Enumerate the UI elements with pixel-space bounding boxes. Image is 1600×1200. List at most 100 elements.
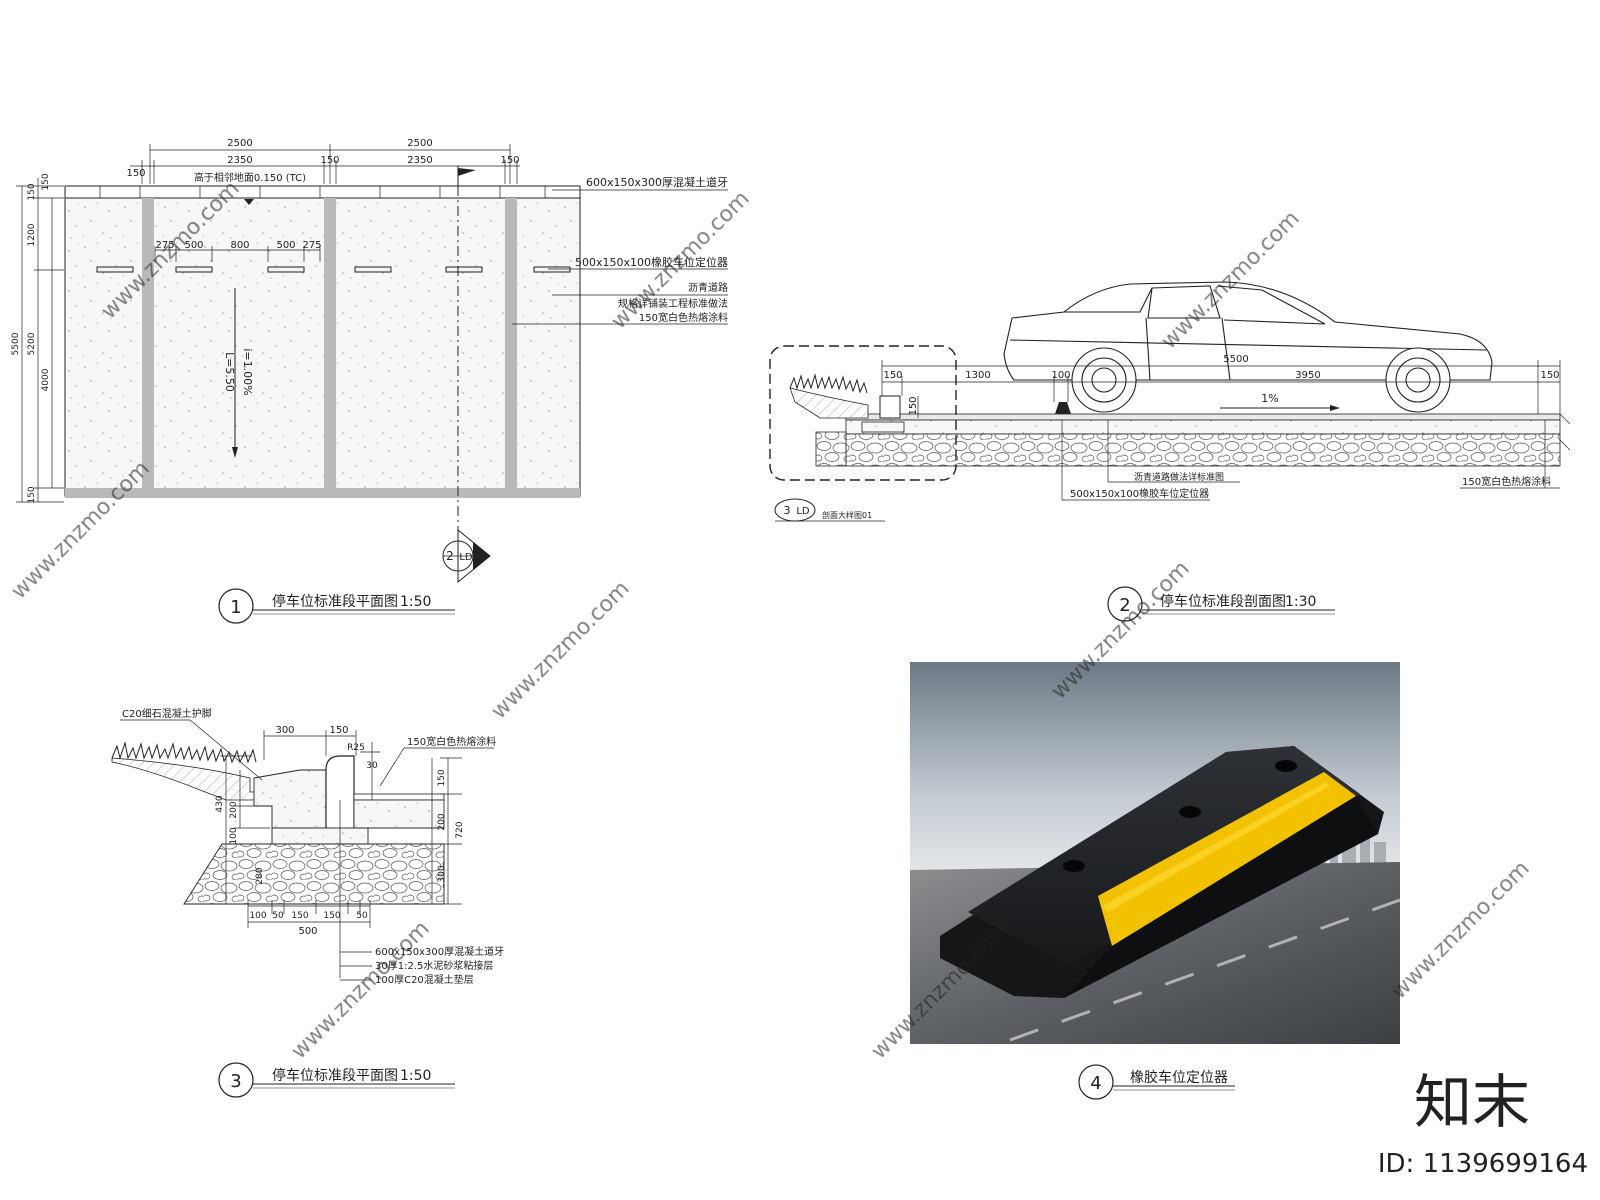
svg-text:200: 200 (437, 813, 447, 830)
svg-text:150: 150 (883, 370, 902, 381)
panel-4-photo: 4 橡胶车位定位器 (910, 662, 1401, 1100)
svg-text:150: 150 (908, 396, 919, 415)
svg-text:1300: 1300 (965, 370, 990, 381)
top-dimension-text: 2500 2500 150 2350 150 2350 150 275 500 … (126, 138, 519, 251)
svg-text:5200: 5200 (27, 332, 37, 355)
detail-callout-box (769, 345, 957, 481)
svg-text:2: 2 (446, 549, 454, 563)
section-marker: 2 LD (442, 528, 491, 584)
svg-text:www.znzmo.com: www.znzmo.com (1387, 856, 1535, 1004)
svg-text:4: 4 (1090, 1073, 1101, 1094)
svg-text:2: 2 (1119, 595, 1130, 616)
panel-3-title: 3 停车位标准段平面图 1:50 (218, 1062, 455, 1098)
top-dimension-lines (130, 144, 520, 262)
panel-1-title: 1 停车位标准段平面图 1:50 (218, 588, 455, 624)
panel-1-plan: 高于相邻地面0.150 (TC) L=5.50 i=1.00% 2500 250… (11, 138, 728, 624)
svg-text:30: 30 (366, 761, 378, 771)
svg-text:275: 275 (155, 240, 174, 251)
svg-text:1: 1 (230, 597, 241, 618)
left-dimension-lines (16, 178, 64, 503)
callout-stripe: 150宽白色热熔涂料 (639, 311, 728, 324)
detail-dimension-lines (220, 730, 462, 928)
gravel-base (845, 433, 1561, 467)
callout-asphalt-std: 沥青道路做法详标准图 (1134, 471, 1224, 483)
wheel-stops (96, 266, 571, 273)
svg-text:5500: 5500 (1223, 354, 1248, 365)
note-toe: C20细石混凝土护脚 (122, 707, 212, 720)
rubber-wheel-stop-photo (940, 746, 1384, 998)
callout-stripe-2: 150宽白色热熔涂料 (1462, 475, 1551, 488)
svg-text:橡胶车位定位器: 橡胶车位定位器 (1130, 1069, 1228, 1086)
svg-text:3950: 3950 (1295, 370, 1320, 381)
svg-text:2500: 2500 (407, 138, 432, 149)
svg-text:275: 275 (302, 240, 321, 251)
svg-text:800: 800 (230, 240, 249, 251)
plan-callouts: 600x150x300厚混凝土道牙 500x150x100橡胶车位定位器 沥青道… (575, 175, 728, 324)
slope-grade: i=1.00% (241, 348, 254, 395)
wheel-stop-section (1055, 402, 1071, 414)
brand-logo-text: 知末 (1414, 1068, 1530, 1136)
svg-text:150: 150 (1540, 370, 1559, 381)
detail-dimension-text: 300 150 R25 30 430 200 100 280 150 200 3… (215, 725, 465, 937)
svg-text:50: 50 (272, 911, 284, 921)
section-dimension-text: 5500 150 1300 100 3950 150 150 (883, 354, 1559, 416)
brand-watermark: 知末 ID: 1139699164 (1378, 1068, 1588, 1179)
svg-text:100: 100 (1051, 370, 1070, 381)
svg-text:www.znzmo.com: www.znzmo.com (1157, 206, 1305, 354)
svg-text:2350: 2350 (407, 155, 432, 166)
parking-stripes (65, 198, 580, 498)
svg-text:5500: 5500 (11, 332, 21, 355)
callout-paving-spec: 规格详铺装工程标准做法 (618, 297, 728, 310)
svg-text:150: 150 (126, 168, 145, 179)
section-callouts: 沥青道路做法详标准图 500x150x100橡胶车位定位器 150宽白色热熔涂料 (1070, 471, 1551, 500)
section-dimension-lines (881, 360, 1561, 501)
level-note: 高于相邻地面0.150 (TC) (194, 171, 306, 184)
svg-text:2350: 2350 (227, 155, 252, 166)
detail-marker: 3 LD 剖面大样图01 (774, 498, 885, 522)
svg-text:www.znzmo.com: www.znzmo.com (287, 916, 435, 1064)
svg-text:430: 430 (215, 795, 225, 812)
gravel-base-detail (183, 843, 445, 905)
svg-text:1:50: 1:50 (400, 1068, 431, 1084)
svg-text:150: 150 (291, 911, 308, 921)
callout-curb: 600x150x300厚混凝土道牙 (586, 175, 728, 189)
svg-text:150: 150 (27, 183, 37, 200)
svg-text:100厚C20混凝土垫层: 100厚C20混凝土垫层 (375, 973, 474, 986)
detail-callouts: 600x150x300厚混凝土道牙 30厚1:2.5水泥砂浆粘接层 100厚C2… (375, 945, 504, 986)
panel-3-detail: 300 150 R25 30 430 200 100 280 150 200 3… (111, 707, 504, 1098)
panel-2-section: 1% 5500 150 1300 100 3950 150 150 沥青道路 (769, 281, 1571, 622)
svg-text:720: 720 (455, 821, 465, 838)
detail-leader-lines (120, 719, 494, 981)
svg-text:280: 280 (255, 867, 265, 884)
svg-text:LD: LD (796, 506, 810, 517)
svg-text:150: 150 (320, 155, 339, 166)
svg-text:300: 300 (275, 725, 294, 736)
section-slope: 1% (1261, 392, 1278, 405)
plan-leader-lines (512, 189, 728, 325)
svg-text:1:50: 1:50 (400, 594, 431, 610)
svg-text:LD: LD (459, 552, 473, 563)
svg-text:1200: 1200 (27, 223, 37, 246)
svg-text:150: 150 (329, 725, 348, 736)
svg-text:100: 100 (249, 911, 266, 921)
svg-text:停车位标准段平面图: 停车位标准段平面图 (272, 1067, 398, 1084)
note-stripe: 150宽白色热熔涂料 (407, 735, 496, 748)
svg-text:3: 3 (230, 1071, 241, 1092)
svg-text:150: 150 (437, 769, 447, 786)
svg-text:600x150x300厚混凝土道牙: 600x150x300厚混凝土道牙 (375, 945, 504, 958)
level-marker (244, 199, 254, 205)
svg-text:www.znzmo.com: www.znzmo.com (487, 576, 635, 724)
svg-text:150: 150 (41, 173, 51, 190)
svg-text:剖面大样图01: 剖面大样图01 (822, 510, 872, 520)
svg-text:2500: 2500 (227, 138, 252, 149)
svg-text:停车位标准段平面图: 停车位标准段平面图 (272, 593, 398, 610)
svg-text:3: 3 (784, 504, 791, 517)
left-dimension-text: 5500 150 1200 5200 4000 150 150 (11, 173, 51, 503)
panel-2-title: 2 停车位标准段剖面图 1:30 (1107, 586, 1335, 622)
yellow-reflector (1098, 772, 1356, 946)
svg-text:R25: R25 (347, 743, 365, 753)
image-id: ID: 1139699164 (1378, 1149, 1588, 1179)
svg-text:500: 500 (298, 926, 317, 937)
svg-text:100: 100 (229, 827, 239, 844)
